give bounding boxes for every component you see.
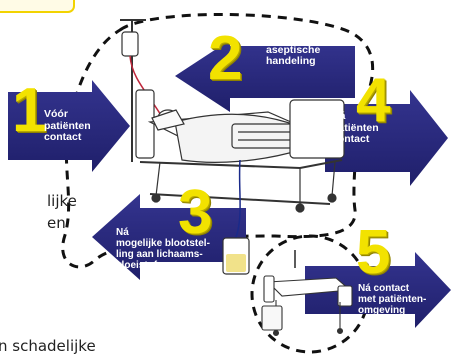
- iv-drip-icon: [122, 32, 138, 56]
- moment-4-label: Ná patiënten contact: [332, 111, 379, 146]
- urine-bag-icon: [223, 238, 249, 274]
- moment-1-number: 1: [12, 80, 46, 142]
- background-text-line-1: lijke: [47, 192, 77, 210]
- moment-3-label: Ná mogelijke blootstel- ling aan lichaam…: [116, 227, 210, 271]
- patient-environment-icon: [262, 250, 352, 336]
- background-text-line-2: en: [47, 214, 66, 232]
- background-text-line-3: n schadelijke: [0, 337, 96, 355]
- moment-2-label: Vóór een aseptische handeling: [266, 33, 320, 68]
- moment-1-label: Vóór patiënten contact: [44, 109, 91, 144]
- top-info-box: [0, 0, 74, 12]
- moment-5-label: Ná contact met patiënten- omgeving: [358, 283, 426, 316]
- moment-2-number: 2: [208, 28, 242, 90]
- moment-5-number: 5: [356, 222, 390, 284]
